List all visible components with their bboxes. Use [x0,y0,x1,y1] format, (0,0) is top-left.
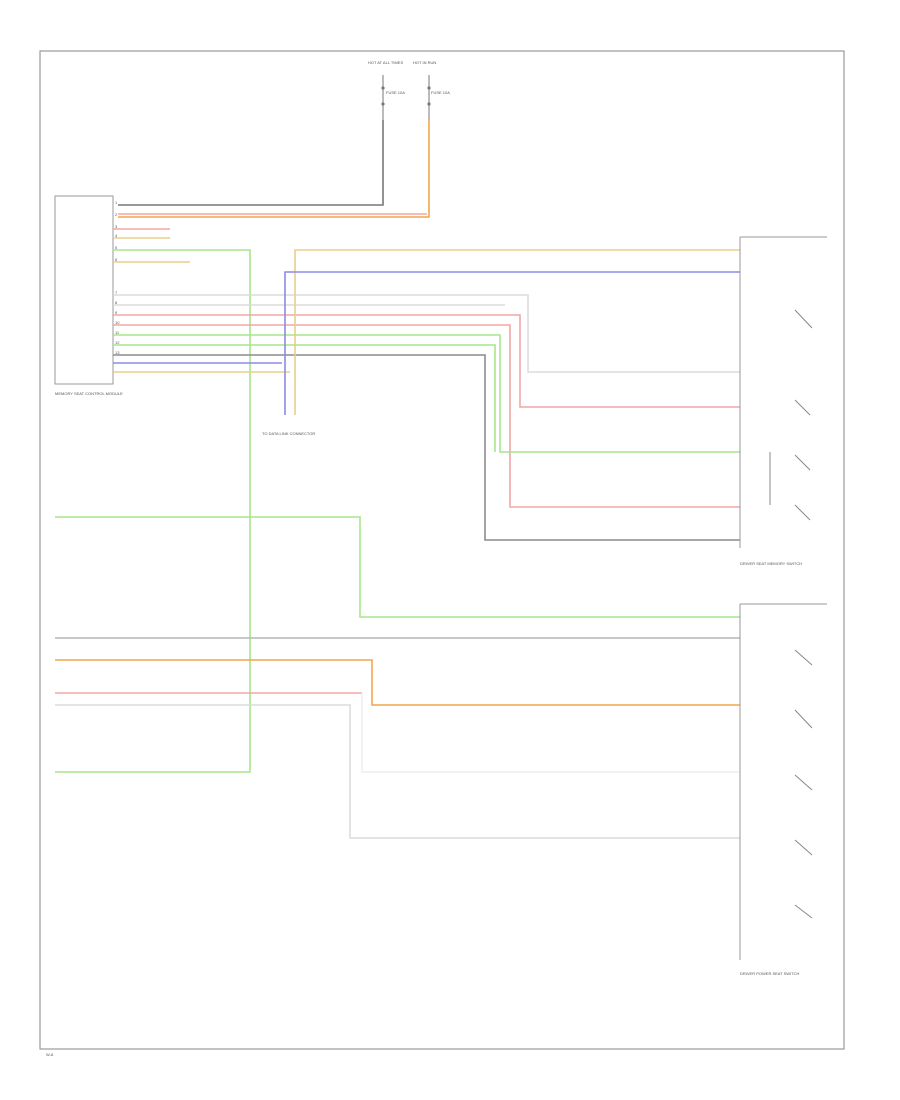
wire-data-link-yellow [294,249,740,415]
module-box [54,195,114,385]
lower-switch-label: DRIVER POWER SEAT SWITCH [740,971,800,976]
module-pin-number: 11 [115,330,120,335]
module-pin-number: 7 [115,290,118,295]
lower-switch: DRIVER POWER SEAT SWITCH [739,603,827,976]
wire-fuse-b [118,120,430,218]
module-pin-number: 12 [115,340,120,345]
module-pin-number: 2 [115,212,118,217]
module-pin-number: 6 [115,257,118,262]
page-frame [39,50,845,1050]
module-pin-number: 1 [115,200,118,205]
module-pin-number: 4 [115,233,118,238]
module-wires [55,228,740,773]
fuse-a-label: FUSE 10A [386,90,405,95]
fuse-b-label: FUSE 10A [431,90,450,95]
module-pin-number: 9 [115,310,118,315]
upper-switch-label: DRIVER SEAT MEMORY SWITCH [740,561,802,566]
footer-code: W-8 [46,1052,54,1057]
upper-switch: DRIVER SEAT MEMORY SWITCH [739,236,827,566]
module-pin-number: 8 [115,300,118,305]
lower-wires [55,516,740,839]
module-pin-number: 5 [115,245,118,250]
module-pin-number: 13 [115,350,120,355]
module-pin-number: 3 [115,224,118,229]
fuse-block: HOT AT ALL TIMES HOT IN RUN FUSE 10A FUS… [368,60,450,120]
module-pin-number: 10 [115,320,120,325]
data-link-label: TO DATA LINK CONNECTOR [262,431,315,436]
wire-fuse-a [118,120,384,206]
module-title: MEMORY SEAT CONTROL MODULE [55,391,123,396]
wire-data-link-blue [284,271,740,415]
fuse-label-left: HOT AT ALL TIMES [368,60,403,65]
fuse-label-right: HOT IN RUN [413,60,436,65]
